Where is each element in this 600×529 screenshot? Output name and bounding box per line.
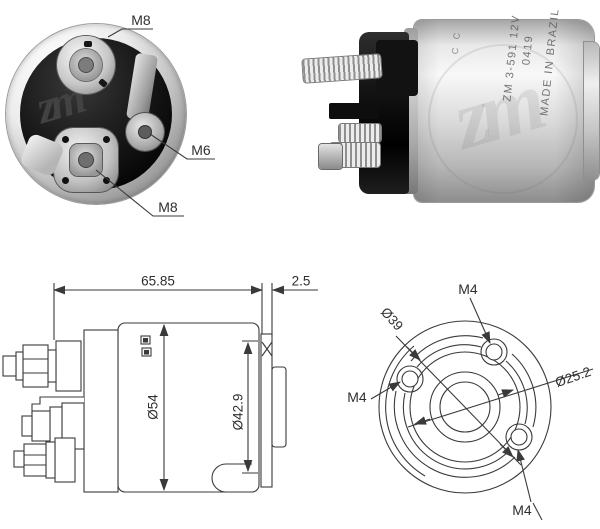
dim-bolt-circle: Ø39 — [377, 304, 407, 334]
m8-terminal-bottom-core — [79, 153, 93, 167]
dim-flange-thickness: 2.5 — [291, 273, 311, 289]
dim-overall-length: 65.85 — [141, 273, 175, 289]
side-profile-terminals — [2, 329, 119, 493]
threaded-stud-middle — [339, 124, 381, 142]
zm-logo-watermark-ring — [428, 44, 578, 194]
terminal-hole-dot — [103, 136, 110, 143]
label-m4-left: M4 — [347, 389, 367, 405]
dim-pilot-diameter: Ø25.2 — [553, 363, 593, 391]
front-label-m8-bottom: M8 — [158, 199, 178, 215]
label-m4-top: M4 — [458, 281, 478, 297]
front-label-m6: M6 — [191, 142, 211, 158]
m6-terminal-core — [139, 126, 151, 138]
terminal-hole-dot — [62, 136, 69, 143]
front-label-m8-top: M8 — [131, 12, 151, 28]
body-end-ring — [584, 42, 599, 180]
label-m4-bottom: M4 — [512, 502, 532, 518]
side-profile-drawing — [2, 283, 318, 493]
flange-end-view-drawing — [370, 297, 594, 521]
spade-terminal-tab — [329, 103, 379, 119]
m8-terminal-top-core — [79, 58, 93, 72]
stud-hex-nut — [319, 144, 342, 169]
dim-flange-diameter: Ø42.9 — [230, 393, 246, 431]
dim-body-diameter: Ø54 — [145, 394, 161, 420]
terminal-housing-block — [376, 40, 418, 96]
terminal-hole-dot — [62, 177, 69, 184]
terminal-hole-dot — [103, 177, 110, 184]
terminal-notch — [84, 41, 92, 47]
